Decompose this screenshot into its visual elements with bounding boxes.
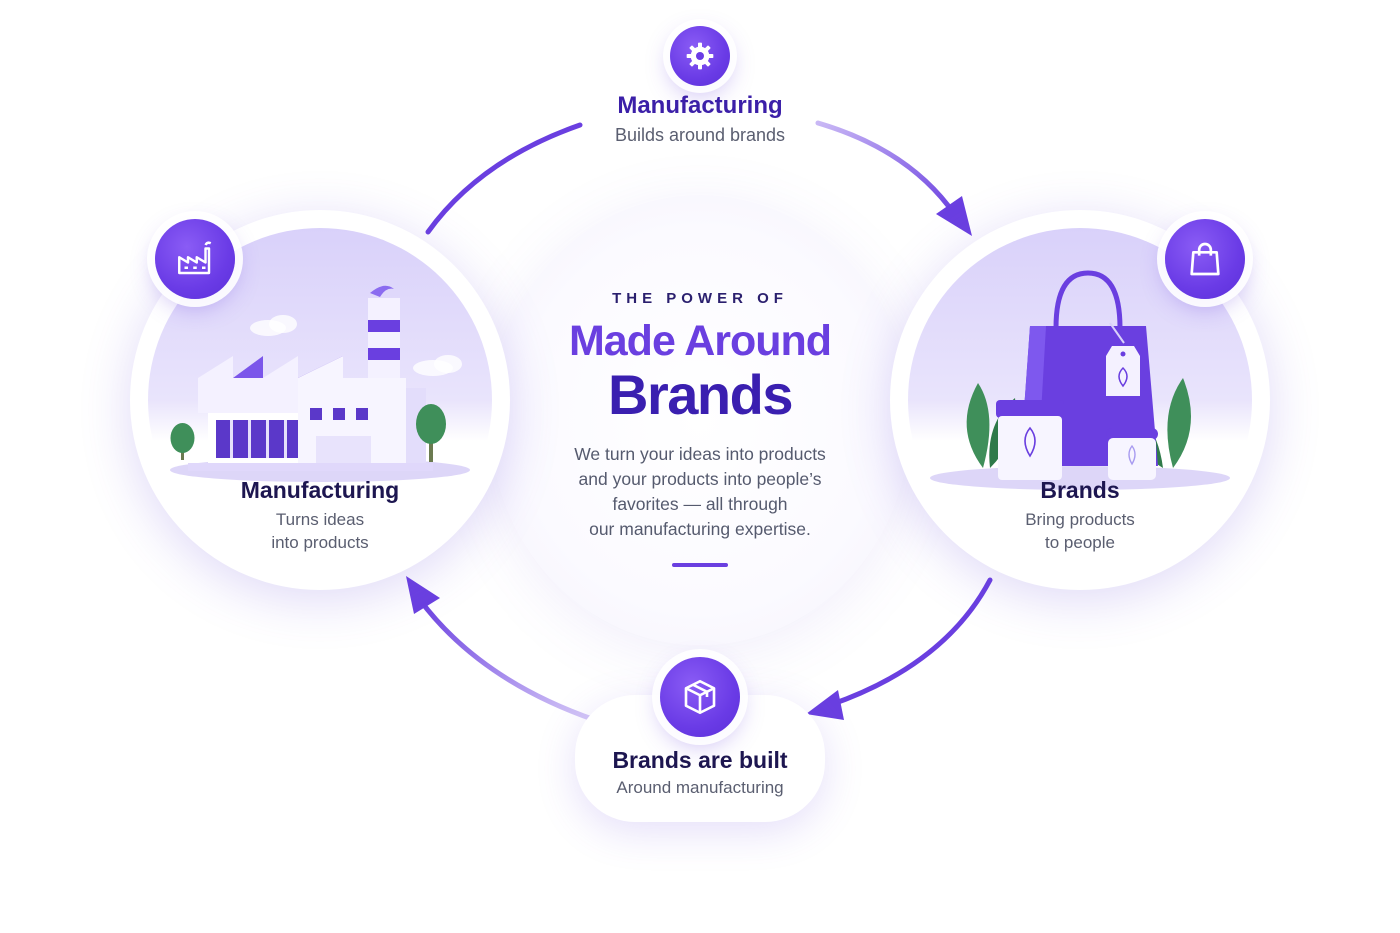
center-divider xyxy=(672,563,728,567)
arrowhead-bottom-right xyxy=(806,690,844,720)
top-subtitle: Builds around brands xyxy=(614,125,786,145)
shopping-bag-badge xyxy=(1165,219,1245,299)
arrow-bottom-left xyxy=(417,597,598,723)
subtitle-line: to people xyxy=(1045,533,1115,552)
brands-built-subtitle: Around manufacturing xyxy=(616,778,784,797)
shopping-bag-icon xyxy=(1190,242,1220,276)
manufacturing-card-subtitle: Turns ideas into products xyxy=(130,508,510,554)
factory-illustration-area xyxy=(148,228,492,572)
description-line: We turn your ideas into products xyxy=(574,444,826,464)
subtitle-line: into products xyxy=(271,533,369,552)
headline-line-1: Made Around xyxy=(568,317,832,365)
box-icon xyxy=(684,679,716,715)
center-description: We turn your ideas into products and you… xyxy=(540,442,860,542)
top-badge xyxy=(670,26,730,86)
arrowhead-top-right xyxy=(936,196,972,236)
center-disc xyxy=(490,195,910,645)
shopping-illustration xyxy=(930,270,1230,490)
subtitle-line: Bring products xyxy=(1025,510,1135,529)
brands-built-title: Brands are built xyxy=(612,747,788,773)
factory-icon xyxy=(178,241,212,275)
headline-line-2: Brands xyxy=(608,363,793,426)
brands-card-subtitle: Bring products to people xyxy=(890,508,1270,554)
brands-card-title: Brands xyxy=(1040,477,1120,503)
arrowhead-bottom-left xyxy=(406,576,440,614)
box-badge xyxy=(660,657,740,737)
factory-illustration xyxy=(170,285,470,482)
shopping-illustration-area xyxy=(908,228,1252,572)
manufacturing-card-title: Manufacturing xyxy=(240,477,400,503)
manufacturing-card: Manufacturing Turns ideas into products xyxy=(130,210,510,590)
subtitle-line: Turns ideas xyxy=(275,510,365,529)
arrow-top-left xyxy=(425,122,583,235)
eyebrow-text: THE POWER OF xyxy=(612,290,788,307)
description-line: favorites — all through xyxy=(612,494,788,514)
arrow-bottom-right xyxy=(827,577,993,708)
description-line: and your products into people’s xyxy=(578,469,822,489)
gear-icon xyxy=(686,42,714,70)
top-title: Manufacturing xyxy=(617,92,783,119)
arrow-top-right xyxy=(815,120,958,218)
factory-badge xyxy=(155,219,235,299)
description-line: our manufacturing expertise. xyxy=(589,519,811,539)
